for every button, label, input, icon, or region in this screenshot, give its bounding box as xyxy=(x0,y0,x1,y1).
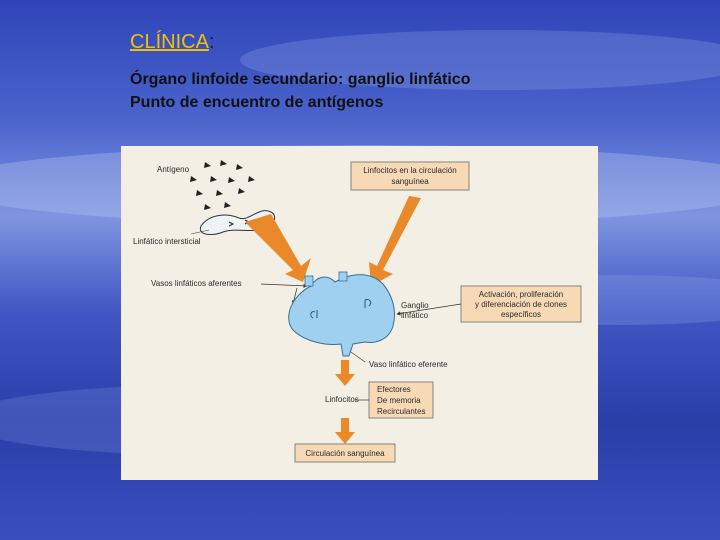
lymph-node-shape xyxy=(288,274,396,357)
label-vasos-aferentes: Vasos linfáticos aferentes xyxy=(151,279,242,288)
label-linfatico-intersticial: Linfático intersticial xyxy=(133,237,201,246)
label-activacion-2: y diferenciación de clones xyxy=(475,300,567,309)
subtitle-line-2: Punto de encuentro de antígenos xyxy=(130,94,384,111)
arrow-node-to-lymphocytes xyxy=(335,360,355,386)
subtitle-line-1: Órgano linfoide secundario: ganglio linf… xyxy=(130,71,471,88)
box-circulacion-sanguinea xyxy=(294,443,396,463)
label-ganglio-1: Ganglio xyxy=(401,301,429,310)
label-recirculantes: Recirculantes xyxy=(377,407,425,416)
label-activacion-1: Activación, proliferación xyxy=(479,290,563,299)
label-linfocitos-circ-2: sanguínea xyxy=(391,177,429,186)
label-efectores: Efectores xyxy=(377,385,411,394)
label-linfocitos-circ-1: Linfocitos en la circulación xyxy=(363,166,456,175)
slide-title: CLÍNICA: xyxy=(130,31,215,53)
label-activacion-3: específicos xyxy=(501,310,541,319)
box-activacion xyxy=(460,285,582,323)
box-linfocitos-circulacion xyxy=(350,161,470,191)
antigen-particles xyxy=(190,160,255,210)
label-vaso-eferente: Vaso linfático eferente xyxy=(369,360,448,369)
label-linfocitos: Linfocitos xyxy=(325,395,359,404)
label-circulacion-sanguinea: Circulación sanguínea xyxy=(305,449,385,458)
arrow-blood-to-node xyxy=(369,196,421,286)
lymph-node-diagram: Antígeno Linfático intersticial Linfocit… xyxy=(121,146,598,480)
arrow-antigen-to-node xyxy=(245,214,311,282)
label-de-memoria: De memoria xyxy=(377,396,421,405)
arrow-lymphocytes-to-blood xyxy=(335,418,355,444)
box-tipos-linfocitos xyxy=(368,381,434,419)
label-ganglio-2: linfático xyxy=(401,311,429,320)
label-antigeno: Antígeno xyxy=(157,165,190,174)
